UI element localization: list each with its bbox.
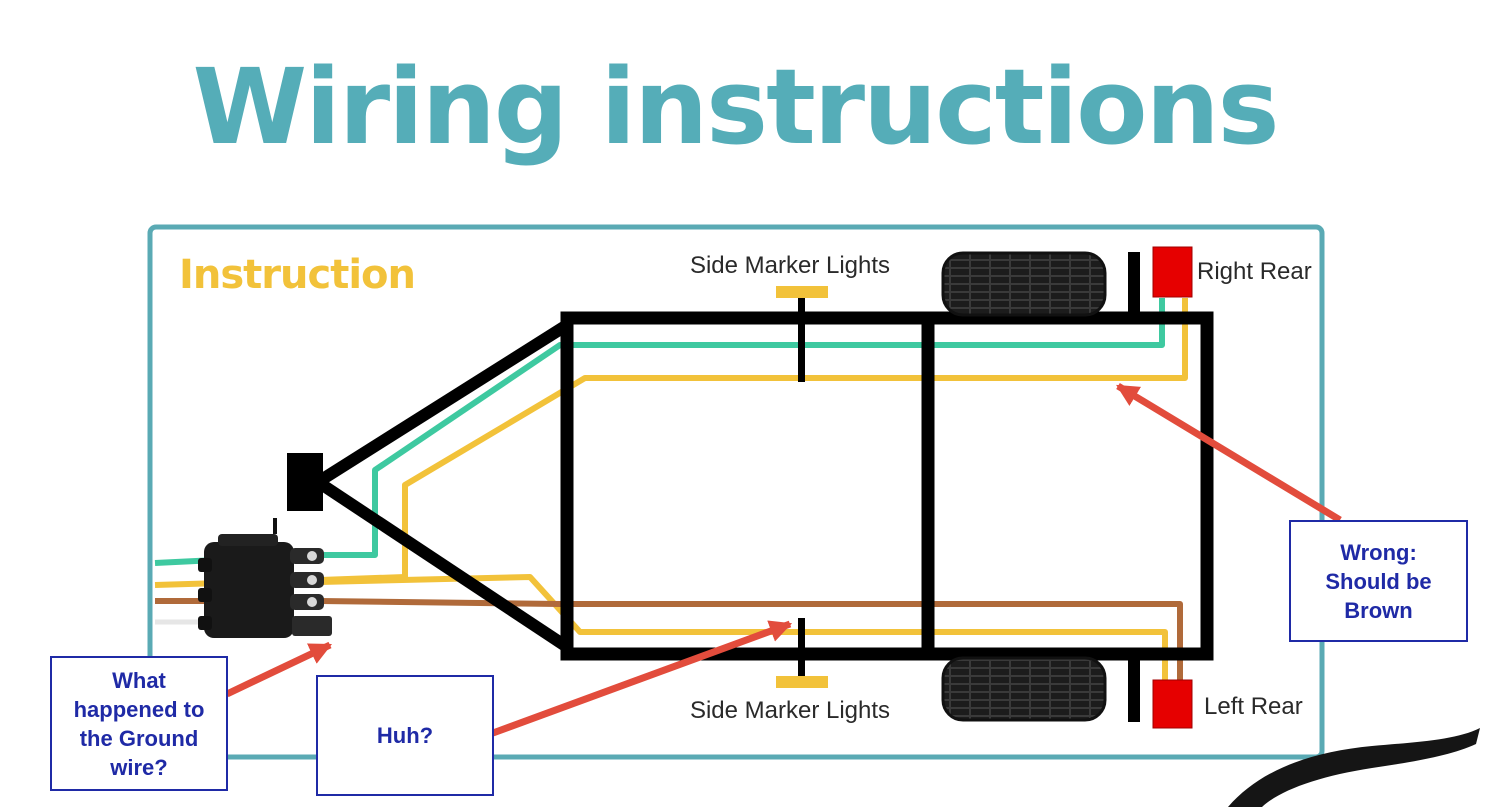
callout-wrong-should-be-brown: Wrong: Should be Brown xyxy=(1289,520,1468,642)
label-side-marker-bottom: Side Marker Lights xyxy=(690,697,890,724)
tire-bottom xyxy=(941,656,1107,722)
decorative-cable-edge xyxy=(1228,728,1480,807)
label-side-marker-top: Side Marker Lights xyxy=(690,252,890,279)
arrow-ground-wire xyxy=(225,641,333,698)
axle-bar-top xyxy=(1128,252,1140,318)
four-pin-connector xyxy=(198,518,332,638)
callout-ground-wire: What happened to the Ground wire? xyxy=(50,656,228,791)
label-right-rear: Right Rear xyxy=(1197,258,1312,285)
left-rear-lamp xyxy=(1152,679,1193,729)
page-title: Wiring instructions xyxy=(192,46,1277,168)
axle-bar-bottom xyxy=(1128,654,1140,722)
trailer-frame xyxy=(287,252,1214,722)
yellow-wire-right xyxy=(154,298,1188,588)
arrow-huh xyxy=(491,620,793,737)
arrow-wrong-wire xyxy=(1116,383,1342,523)
side-marker-light-bottom xyxy=(776,618,828,688)
instruction-panel xyxy=(147,224,1325,760)
right-rear-lamp xyxy=(1152,246,1193,298)
label-left-rear: Left Rear xyxy=(1204,693,1303,720)
callout-huh: Huh? xyxy=(316,675,494,796)
side-marker-light-top xyxy=(776,286,828,382)
hitch-coupler xyxy=(287,453,323,511)
green-wire xyxy=(154,298,1165,566)
tire-top xyxy=(941,251,1107,317)
panel-heading: Instruction xyxy=(179,252,415,298)
